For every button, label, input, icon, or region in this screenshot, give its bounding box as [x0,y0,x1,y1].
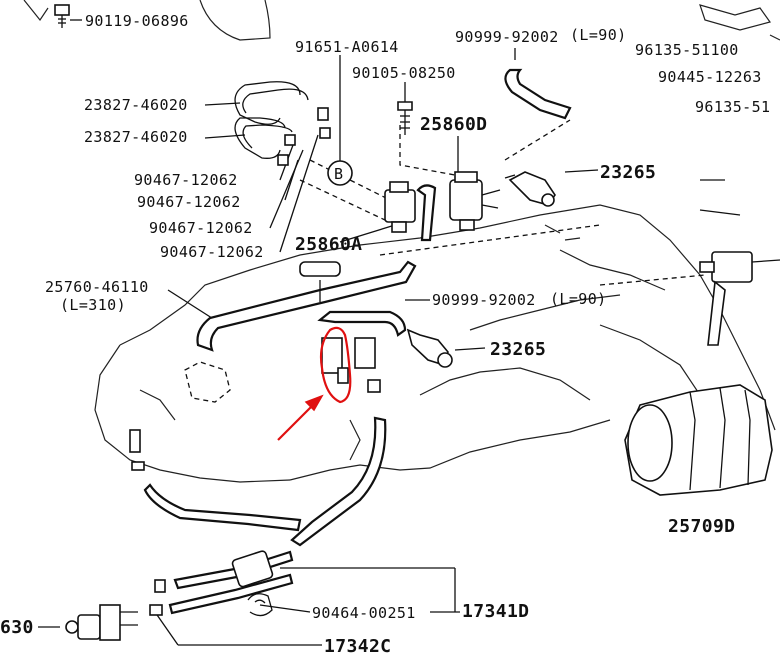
red-annotation [277,326,352,441]
label-96135-51100: 96135-51100 [635,41,739,59]
label-90999-92002-top: 90999-92002 [455,28,559,46]
label-90119-06896: 90119-06896 [85,12,189,30]
reference-circle-b [327,160,353,186]
label-25860a: 25860A [295,234,362,255]
circled-fitting [321,337,381,393]
label-23827-46020-b: 23827-46020 [84,128,188,146]
label-90467-12062-c: 90467-12062 [149,219,253,237]
vsv-25860d [449,171,501,231]
lower-hose-joint [231,550,274,588]
label-l310: (L=310) [60,296,126,314]
label-91651-a0614: 91651-A0614 [295,38,399,56]
vsv-25860a [384,181,437,242]
label-90467-12062-d: 90467-12062 [160,243,264,261]
lower-clips [129,429,166,616]
u-hose-pair [234,81,309,159]
label-90445-12263: 90445-12263 [658,68,762,86]
label-b: B [334,165,343,183]
label-17341d: 17341D [462,601,529,622]
bolt-90119 [54,4,70,28]
component-25709d [624,384,773,496]
ignition-coil [699,251,780,346]
clamp-90464 [247,593,273,617]
label-25760-46110: 25760-46110 [45,278,149,296]
hose-25760 [196,260,417,352]
hose-fragment-top [23,0,780,41]
label-l90-top: (L=90) [570,26,627,44]
sensor-lower-left [65,604,138,641]
engine-port-dashed [184,361,231,403]
label-96135-51: 96135-51 [695,98,770,116]
label-90999-92002-mid: 90999-92002 [432,291,536,309]
lower-hoses [143,416,387,615]
label-23265-top: 23265 [600,162,656,183]
hose-90999-top [504,68,572,120]
sensor-23265-top [504,171,556,207]
hose-clamps [277,107,331,166]
label-l90-mid: (L=90) [550,290,607,308]
label-23265-mid: 23265 [490,339,546,360]
label-25709d: 25709D [668,516,735,537]
hose-90999-mid [317,310,407,337]
label-90105-08250: 90105-08250 [352,64,456,82]
engine-block-outline [94,204,776,483]
label-23827-46020-a: 23827-46020 [84,96,188,114]
bolt-90105 [397,101,413,135]
part-labels: 90119-06896 91651-A0614 90105-08250 9099… [0,12,770,657]
label-90464-00251: 90464-00251 [312,604,416,622]
label-630: 630 [0,617,34,638]
dashed-connection-lines [299,119,706,286]
label-90467-12062-b: 90467-12062 [137,193,241,211]
label-90467-12062-a: 90467-12062 [134,171,238,189]
sensor-23265-mid [406,328,453,368]
hose-joint [299,261,341,277]
label-25860d: 25860D [420,114,487,135]
label-17342c: 17342C [324,636,391,657]
